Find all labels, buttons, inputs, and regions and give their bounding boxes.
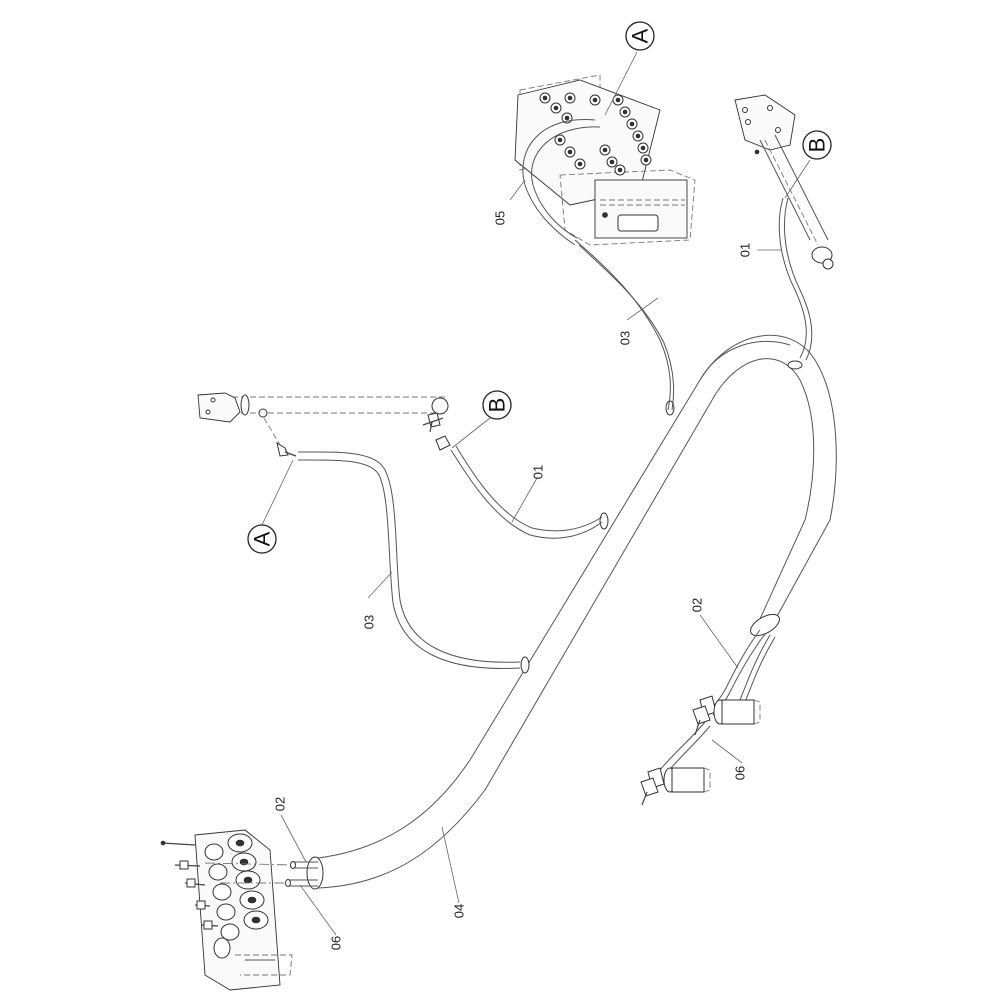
hose-01-mid: [450, 445, 603, 539]
protective-sleeve-04: [306, 334, 837, 890]
valve-coils: [204, 833, 269, 941]
hose-03-mid: [297, 451, 521, 669]
filter-assembly-right: [640, 629, 776, 806]
callout-04: 04: [452, 904, 467, 918]
cylinder-left: [197, 392, 451, 457]
svg-text:A: A: [628, 28, 653, 43]
valve-bank-bottom: [160, 829, 318, 991]
manifold-block-top: [514, 74, 696, 246]
hose-01-top: [778, 197, 813, 361]
callout-06-right: 06: [733, 766, 748, 780]
manifold-knobs: [539, 92, 652, 176]
svg-text:A: A: [250, 531, 275, 546]
svg-text:B: B: [485, 398, 510, 413]
valve-fittings: [160, 840, 293, 976]
callout-01-top: 01: [738, 243, 753, 257]
callout-02-bottom: 02: [273, 797, 288, 811]
callout-06-bottom: 06: [329, 936, 344, 950]
callout-01-mid: 01: [531, 465, 546, 479]
callout-02-right: 02: [690, 598, 705, 612]
detail-marker-a-left: A: [247, 524, 277, 554]
hose-03-top: [574, 239, 675, 411]
callout-03-top: 03: [618, 331, 633, 345]
callout-05: 05: [493, 211, 508, 225]
detail-marker-b-top: B: [802, 130, 832, 160]
callout-03-mid: 03: [362, 615, 377, 629]
svg-text:B: B: [805, 138, 830, 153]
leader-lines: [261, 51, 811, 936]
detail-marker-b-left: B: [482, 390, 512, 420]
detail-marker-a-top: A: [625, 21, 655, 51]
callout-labels: 05 03 01 01 03 02 06 02 06 04: [273, 211, 753, 950]
cylinder-top-right: [734, 94, 834, 270]
hose-05: [522, 119, 601, 246]
